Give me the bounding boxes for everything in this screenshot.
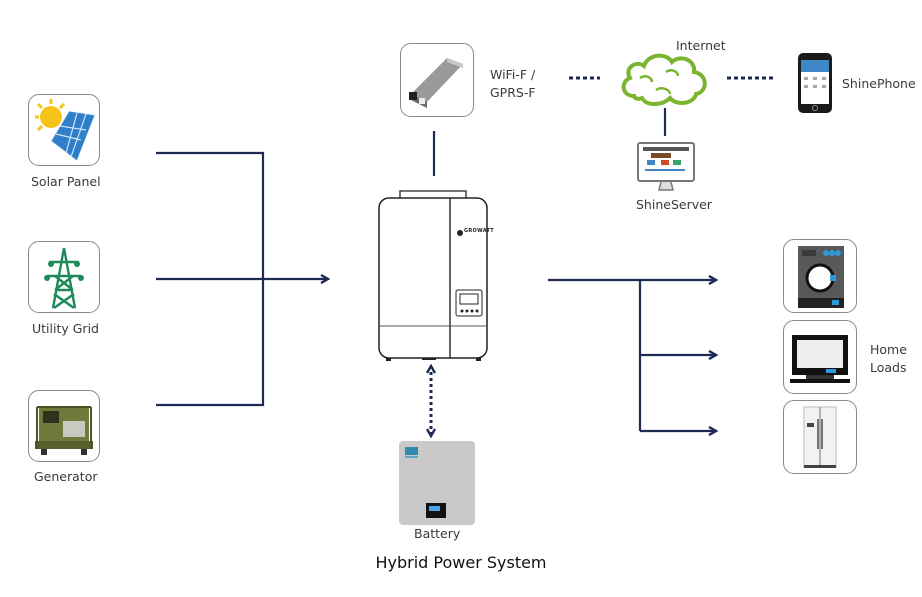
home-loads-label-line2: Loads — [870, 360, 907, 375]
utility-grid-label: Utility Grid — [32, 321, 99, 336]
washing-machine-icon — [798, 246, 844, 308]
battery-label: Battery — [414, 526, 461, 541]
dongle-label-line1: WiFi-F / — [490, 67, 536, 82]
refrigerator-tile — [783, 400, 857, 474]
home-loads-label: Home Loads — [870, 341, 907, 377]
wifi-dongle-icon — [409, 58, 463, 108]
television-icon — [790, 335, 850, 383]
inverter-brand-logo: GROWATT — [464, 228, 495, 234]
diagram-title: Hybrid Power System — [375, 553, 547, 572]
shinephone-label: ShinePhone — [842, 76, 916, 91]
home-loads-label-line1: Home — [870, 342, 907, 357]
power-tower-icon — [44, 247, 84, 309]
washing-machine-tile — [783, 239, 857, 313]
smartphone-icon — [798, 53, 832, 113]
solar-panel-label: Solar Panel — [31, 174, 101, 189]
solar-panel-icon — [35, 99, 96, 162]
television-tile — [783, 320, 857, 394]
utility-grid-tile — [28, 241, 100, 313]
refrigerator-icon — [803, 406, 837, 468]
monitor-icon — [637, 142, 695, 191]
wifi-dongle-tile — [400, 43, 474, 117]
dongle-label: WiFi-F / GPRS-F — [490, 66, 536, 102]
generator-label: Generator — [34, 469, 98, 484]
solar-panel-tile — [28, 94, 100, 166]
battery-icon — [399, 441, 475, 525]
shineserver-label: ShineServer — [636, 197, 712, 212]
hybrid-inverter — [378, 190, 488, 361]
internet-cloud-icon — [621, 53, 707, 106]
dongle-label-line2: GPRS-F — [490, 85, 536, 100]
internet-label: Internet — [676, 38, 726, 53]
generator-tile — [28, 390, 100, 462]
generator-icon — [35, 406, 93, 455]
